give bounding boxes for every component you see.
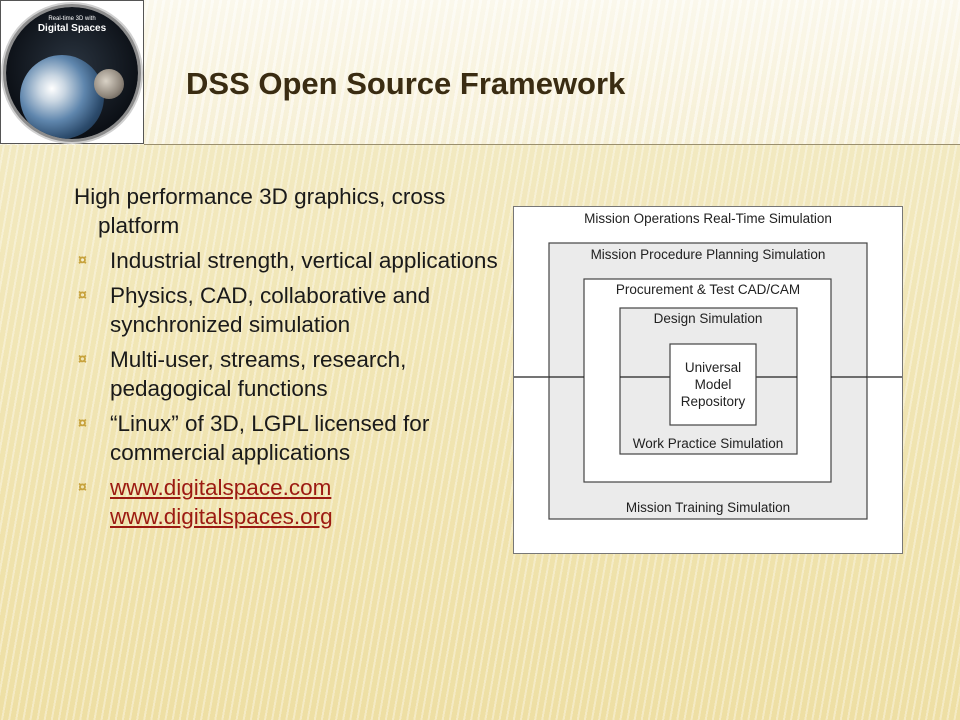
- x-mark-bullet-icon: ¤: [78, 252, 87, 269]
- bullet-text: Physics, CAD, collaborative and synchron…: [110, 283, 431, 337]
- bullet-content: High performance 3D graphics, cross plat…: [74, 182, 504, 537]
- logo: Real-time 3D with Digital Spaces: [0, 0, 144, 144]
- x-mark-bullet-icon: ¤: [78, 479, 87, 496]
- list-item: ¤ Physics, CAD, collaborative and synchr…: [74, 281, 504, 339]
- list-item-links: ¤ www.digitalspace.com www.digitalspaces…: [74, 473, 504, 531]
- label-mission-procedure: Mission Procedure Planning Simulation: [591, 247, 826, 262]
- earth-icon: [20, 55, 104, 139]
- nested-simulation-diagram: Mission Operations Real-Time Simulation …: [514, 211, 902, 520]
- title-divider: [144, 144, 960, 145]
- planet-logo-icon: Real-time 3D with Digital Spaces: [6, 7, 138, 139]
- bullet-text: “Linux” of 3D, LGPL licensed for commerc…: [110, 411, 430, 465]
- framework-diagram: Mission Operations Real-Time Simulation …: [513, 206, 903, 554]
- core-box: [669, 343, 757, 426]
- link-digitalspace[interactable]: www.digitalspace.com: [110, 475, 332, 500]
- list-item: ¤ “Linux” of 3D, LGPL licensed for comme…: [74, 409, 504, 467]
- x-mark-bullet-icon: ¤: [78, 415, 87, 432]
- label-procurement: Procurement & Test CAD/CAM: [616, 282, 800, 297]
- link-digitalspaces[interactable]: www.digitalspaces.org: [110, 504, 333, 529]
- label-design-simulation: Design Simulation: [654, 311, 763, 326]
- label-core-3: Repository: [681, 394, 746, 409]
- slide-title: DSS Open Source Framework: [186, 66, 626, 101]
- bullet-text: Industrial strength, vertical applicatio…: [110, 248, 498, 273]
- x-mark-bullet-icon: ¤: [78, 287, 87, 304]
- header-band: [0, 0, 960, 145]
- list-item: ¤ Multi-user, streams, research, pedagog…: [74, 345, 504, 403]
- label-mission-training: Mission Training Simulation: [626, 500, 790, 515]
- label-core-2: Model: [695, 377, 732, 392]
- logo-text: Real-time 3D with Digital Spaces: [6, 15, 138, 35]
- moon-icon: [94, 69, 124, 99]
- label-mission-operations: Mission Operations Real-Time Simulation: [584, 211, 832, 226]
- x-mark-bullet-icon: ¤: [78, 351, 87, 368]
- bullet-list: ¤ Industrial strength, vertical applicat…: [74, 246, 504, 531]
- logo-subtitle: Real-time 3D with: [48, 16, 96, 22]
- bullet-text: Multi-user, streams, research, pedagogic…: [110, 347, 407, 401]
- label-core-1: Universal: [685, 360, 741, 375]
- list-item: ¤ Industrial strength, vertical applicat…: [74, 246, 504, 275]
- label-work-practice: Work Practice Simulation: [633, 436, 784, 451]
- lead-paragraph: High performance 3D graphics, cross plat…: [74, 184, 446, 238]
- logo-brand: Digital Spaces: [37, 23, 107, 34]
